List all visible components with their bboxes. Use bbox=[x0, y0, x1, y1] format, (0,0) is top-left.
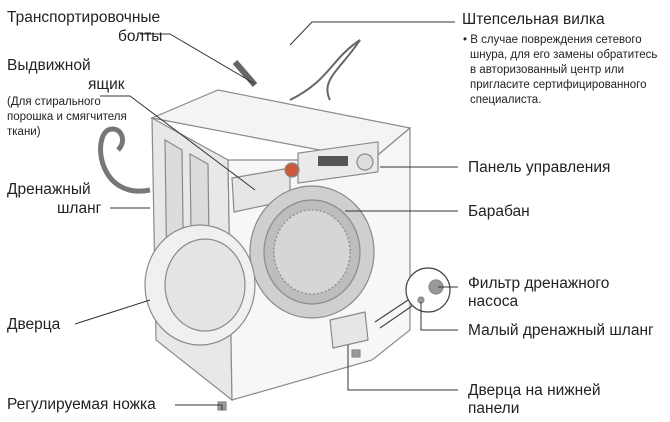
power-plug-note: в авторизованный центр или bbox=[470, 64, 625, 76]
power-cord bbox=[289, 39, 361, 101]
label-drain-hose-2: шланг bbox=[57, 200, 102, 217]
label-drum: Барабан bbox=[468, 203, 530, 220]
label-door: Дверца bbox=[7, 316, 61, 333]
lower-panel-door bbox=[329, 311, 369, 349]
label-pump-filter-2: насоса bbox=[468, 293, 519, 310]
drawer-note: ткани) bbox=[7, 126, 41, 138]
label-small-drain-hose: Малый дренажный шланг bbox=[468, 322, 654, 339]
label-drawer-2: ящик bbox=[88, 76, 125, 93]
drawer-note: (Для стирального bbox=[7, 96, 101, 108]
drawer-note: порошка и смягчителя bbox=[7, 111, 127, 123]
label-transport-bolts-2: болты bbox=[118, 28, 163, 45]
power-plug-note: шнура, для его замены обратитесь bbox=[470, 49, 658, 61]
label-lower-panel-door: Дверца на нижней bbox=[468, 382, 601, 399]
label-transport-bolts: Транспортировочные bbox=[7, 9, 161, 26]
power-plug-note: специалиста. bbox=[470, 94, 542, 106]
label-drawer: Выдвижной bbox=[7, 57, 91, 74]
filter-magnifier bbox=[405, 267, 451, 313]
power-plug-note: • В случае повреждения сетевого bbox=[463, 34, 642, 46]
leader-lines bbox=[74, 21, 458, 410]
label-lower-panel-door-2: панели bbox=[468, 400, 520, 417]
power-plug-note: пригласите сертифицированного bbox=[470, 79, 647, 91]
label-drain-hose: Дренажный bbox=[7, 181, 91, 198]
label-control-panel: Панель управления bbox=[468, 159, 611, 176]
label-adjustable-foot: Регулируемая ножка bbox=[7, 396, 156, 413]
label-pump-filter: Фильтр дренажного bbox=[468, 275, 610, 292]
label-power-plug: Штепсельная вилка bbox=[462, 11, 605, 28]
drain-hose bbox=[98, 126, 151, 194]
